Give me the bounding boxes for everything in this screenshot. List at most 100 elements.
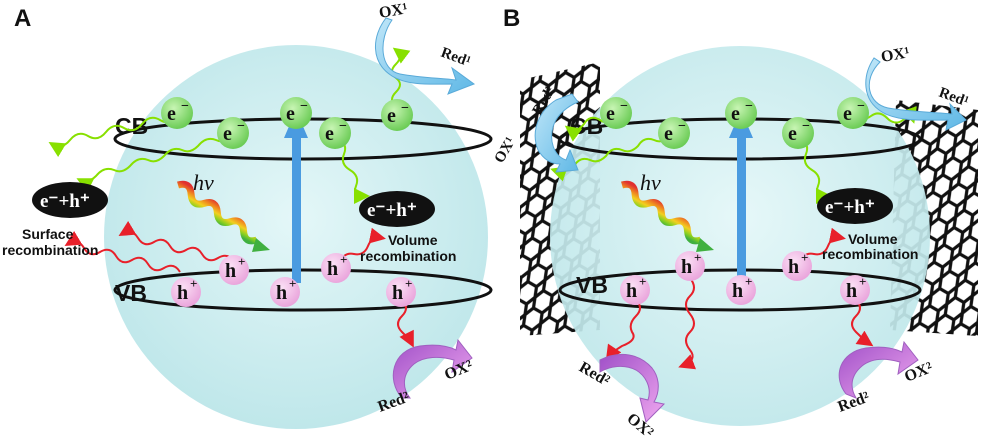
hole-b-3: h+ [620,274,650,305]
hole-transfer-wave-1-b [605,299,641,362]
svg-text:−: − [237,119,245,134]
svg-text:h: h [327,258,338,280]
svg-text:e: e [788,123,797,145]
hole-a-2: h+ [321,252,351,283]
photon-arrowhead-b [696,238,714,252]
svg-text:−: − [745,99,753,114]
hole-transfer-wave-3-b [851,299,874,347]
photon-wave-b [621,180,702,245]
ox1-red1-arrow-b-left [534,93,579,173]
volume-recomb-wave-h-a [339,227,386,263]
hole-a-4: h+ [270,276,300,307]
volume-recomb-text-b: e⁻+h⁺ [825,197,875,218]
surface-recomb-text-a: e⁻+h⁺ [40,191,90,212]
electron-a-4: e− [319,117,351,149]
svg-text:e: e [606,103,615,125]
svg-text:h: h [732,280,743,302]
svg-text:h: h [681,256,692,278]
surface-label-1-a: Surface [22,226,74,242]
svg-text:e: e [843,103,852,125]
surface-recomb-wave-2-a [76,135,233,193]
svg-text:−: − [300,99,308,114]
volume-recomb-wave-e-a [337,137,370,204]
electron-a-5: e− [381,99,413,131]
svg-text:+: + [801,250,808,265]
electron-b-3: e− [725,97,757,129]
svg-text:e: e [664,123,673,145]
panel-b: B CB VB hν e− e− e− e− e− h+ h+ h+ h+ [492,5,978,442]
svg-text:+: + [190,276,197,291]
excitation-arrow-a [292,135,301,283]
surface-recomb-blob-a [32,182,108,218]
vb-band-a [113,268,493,312]
electron-b-1: e− [600,97,632,129]
hole-b-2: h+ [782,250,812,281]
svg-text:+: + [859,274,866,289]
surface-recomb-wave-1-a [48,115,179,158]
svg-text:−: − [802,119,810,134]
svg-text:+: + [238,254,245,269]
hole-transfer-wave-2-b [678,277,697,370]
ox1-red1-arrow-b-right [865,57,967,131]
svg-text:h: h [846,280,857,302]
svg-text:+: + [405,276,412,291]
ox2-red2-arrow-b-left [599,353,666,423]
photon-wave-a [177,180,258,245]
volume-recomb-blob-a [359,191,435,227]
electron-a-2: e− [217,117,249,149]
vb-label-b: VB [576,272,608,298]
electron-a-3: e− [280,97,312,129]
electron-b-4: e− [782,117,814,149]
vb-label-a: VB [115,280,147,306]
ox2-red2-arrow-a [392,338,473,399]
electron-b-5: e− [837,97,869,129]
surface-recomb-wave-3-a [64,230,181,273]
excitation-arrow-b [737,135,746,283]
hole-b-4: h+ [726,274,756,305]
volume-label-1-a: Volume [388,232,438,248]
svg-text:−: − [401,101,409,116]
volume-label-2-b: recombination [822,246,918,262]
volume-recomb-text-a: e⁻+h⁺ [367,200,417,221]
ox1-label-a: OX¹ [378,0,410,22]
svg-text:h: h [626,280,637,302]
svg-text:−: − [678,119,686,134]
hole-transfer-wave-a [397,299,414,348]
svg-text:h: h [392,282,403,304]
svg-text:+: + [745,274,752,289]
volume-label-2-a: recombination [360,248,456,264]
svg-text:+: + [289,276,296,291]
svg-text:e: e [167,103,176,125]
volume-label-1-b: Volume [848,231,898,247]
hole-a-3: h+ [171,276,201,307]
hole-b-1: h+ [675,250,705,281]
ox1-red1-arrow-a [374,17,476,95]
cb-label-b: CB [570,113,603,139]
ox2-label-a: OX² [442,357,475,384]
photon-arrowhead-a [252,238,270,252]
svg-text:h: h [177,282,188,304]
red1-label-a: Red¹ [439,45,473,70]
svg-text:h: h [276,282,287,304]
svg-text:+: + [694,250,701,265]
panel-letter-b: B [503,5,520,32]
svg-text:+: + [340,252,347,267]
svg-text:−: − [181,99,189,114]
hole-a-5: h+ [386,276,416,307]
hole-a-1: h+ [219,254,249,285]
electron-a-1: e− [161,97,193,129]
photon-label-b: hν [640,170,661,195]
surface-label-2-a: recombination [2,242,98,258]
svg-text:e: e [325,123,334,145]
svg-text:e: e [223,123,232,145]
ox2-red2-arrow-b-right [838,340,919,400]
svg-text:−: − [620,99,628,114]
surface-recomb-wave-4-a [118,220,235,263]
volume-recomb-blob-b [817,188,893,224]
ox1-label-b-left: OX¹ [492,135,519,166]
panel-a: A CB VB hν e− e− e− e− e− h+ h+ h+ h+ [2,0,493,429]
ox1-label-b-right: OX¹ [880,44,912,66]
svg-text:h: h [788,256,799,278]
photon-label-a: hν [193,170,214,195]
